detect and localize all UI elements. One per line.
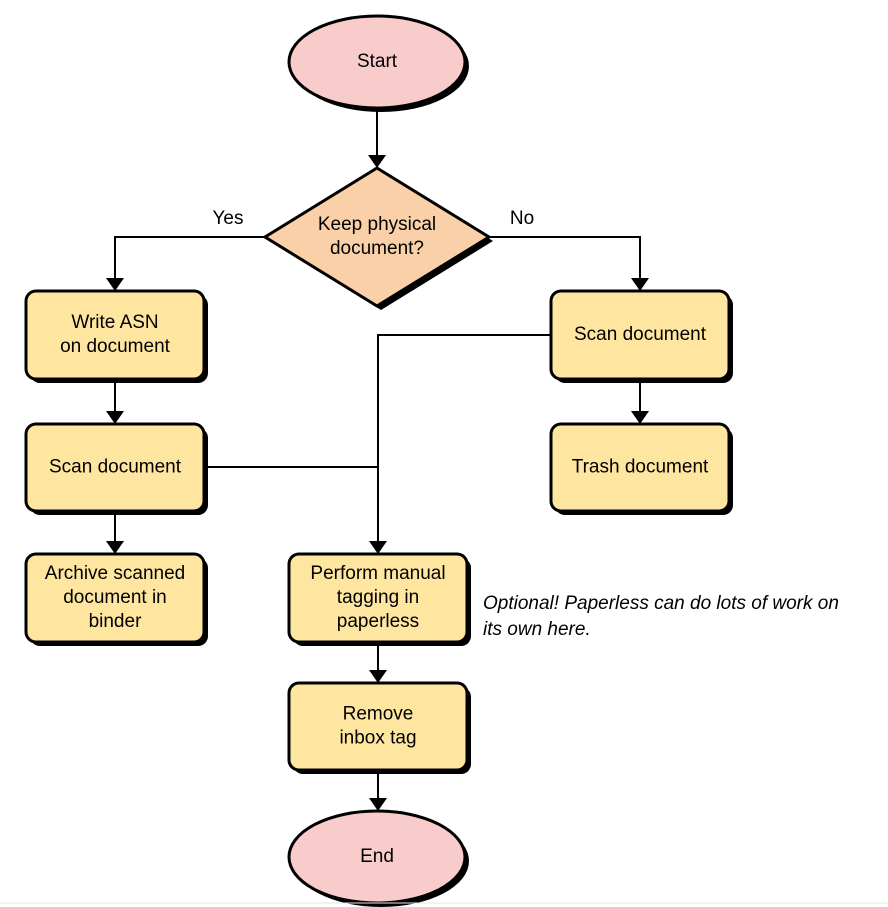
node-keep-physical-document[interactable]: Keep physical document? [262,166,493,310]
edge-label-decision-yes-to-write-asn: Yes [213,208,244,229]
annotations-layer: Optional! Paperless can do lots of work … [483,593,839,640]
edge-path [377,334,551,548]
process-shape[interactable] [24,289,206,381]
node-label: Scan document [49,457,182,478]
edge-path [490,236,641,285]
node-label: document? [330,238,424,259]
edge-start-to-decision [368,110,386,168]
node-label: End [360,846,394,867]
node-start[interactable]: Start [287,14,469,112]
annotation-line: its own here. [483,619,591,640]
edge-write-asn-to-scan-left [106,379,124,424]
process-shape[interactable] [549,422,731,513]
terminator-shape[interactable] [287,14,467,110]
arrowhead-icon [106,278,124,291]
edge-scan-right-to-tagging [369,334,551,554]
node-archive-scanned-document-in-binder[interactable]: Archive scanned document in binder [24,552,208,646]
node-label: document in [63,587,167,608]
node-label: Keep physical [318,214,436,235]
annotation-line: Optional! Paperless can do lots of work … [483,593,839,614]
arrowhead-icon [631,411,649,424]
arrowhead-icon [369,541,387,554]
process-shape[interactable] [24,552,206,644]
process-shape[interactable] [287,681,469,772]
edge-decision-yes-to-write-asn: Yes [106,208,265,291]
node-label: on document [60,336,171,357]
process-shape[interactable] [549,289,731,381]
node-label: Perform manual [310,563,445,584]
node-label: Scan document [574,324,707,345]
node-scan-document-right[interactable]: Scan document [549,289,733,383]
edge-path [114,236,265,285]
node-label: Write ASN [71,312,158,333]
arrowhead-icon [368,155,386,168]
annotation-optional-note: Optional! Paperless can do lots of work … [483,593,839,640]
arrowhead-icon [631,278,649,291]
arrowhead-icon [369,798,387,811]
node-trash-document[interactable]: Trash document [549,422,733,515]
node-label: inbox tag [339,728,416,749]
edges-layer: Yes No [106,110,649,811]
node-label: binder [89,611,142,632]
node-label: Trash document [572,457,709,478]
edge-scan-left-to-archive [106,511,124,554]
arrowhead-icon [106,541,124,554]
arrowhead-icon [369,670,387,683]
node-label: tagging in [337,587,419,608]
edge-label-decision-no-to-scan-right: No [510,208,534,229]
edge-scan-right-to-trash [631,379,649,424]
node-label: Start [357,51,398,72]
node-remove-inbox-tag[interactable]: Remove inbox tag [287,681,471,774]
node-scan-document-left[interactable]: Scan document [24,422,208,515]
process-shape[interactable] [287,552,469,644]
node-label: Remove [343,704,414,725]
decision-shape[interactable] [262,166,492,308]
node-perform-manual-tagging-in-paperless[interactable]: Perform manual tagging in paperless [287,552,471,646]
node-label: Archive scanned [45,563,185,584]
node-label: paperless [337,611,419,632]
edge-remove-inbox-tag-to-end [369,770,387,811]
node-end[interactable]: End [287,809,469,907]
edge-tagging-to-remove-inbox-tag [369,642,387,683]
arrowhead-icon [106,411,124,424]
node-write-asn-on-document[interactable]: Write ASN on document [24,289,208,383]
process-shape[interactable] [24,422,206,513]
edge-decision-no-to-scan-right: No [490,208,649,291]
